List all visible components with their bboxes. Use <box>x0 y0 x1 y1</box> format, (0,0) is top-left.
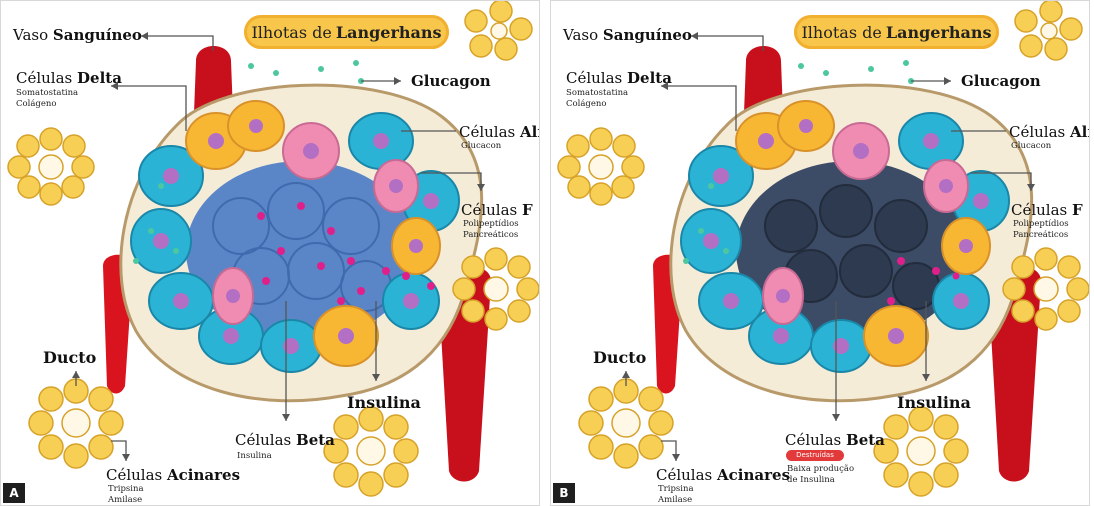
label-alfa-sub: Glucacon <box>1011 141 1051 152</box>
label-delta: Células Delta <box>16 69 122 87</box>
panel-a: Ilhotas de Langerhans Vaso Sanguíneo Cél… <box>0 0 540 506</box>
label-vaso: Vaso Sanguíneo <box>563 26 692 44</box>
panel-b: Ilhotas de Langerhans Vaso Sanguíneo Cél… <box>550 0 1090 506</box>
label-f: Células F <box>461 201 533 219</box>
acinar-cluster-left <box>558 128 644 205</box>
label-delta: Células Delta <box>566 69 672 87</box>
acinar-cluster-topright <box>1015 1 1082 60</box>
label-beta-sub: Insulina <box>237 451 272 462</box>
label-alfa: Células Alfa <box>1009 123 1090 141</box>
label-alfa-sub: Glucacon <box>461 141 501 152</box>
label-ducto: Ducto <box>593 348 646 367</box>
label-vaso: Vaso Sanguíneo <box>13 26 142 44</box>
panel-letter: A <box>3 483 25 503</box>
label-insulina: Insulina <box>347 393 421 412</box>
title-emphasis: Langerhans <box>336 23 442 42</box>
label-glucagon: Glucagon <box>411 72 491 90</box>
title-pill: Ilhotas de Langerhans <box>794 15 999 49</box>
title-emphasis: Langerhans <box>886 23 992 42</box>
destroyed-badge: Destruídas <box>786 450 844 461</box>
title-pill: Ilhotas de Langerhans <box>244 15 449 49</box>
title-text: Ilhotas de <box>801 23 881 42</box>
acinar-cluster-right <box>1003 248 1089 330</box>
label-f: Células F <box>1011 201 1083 219</box>
acinar-cluster-bottom-center <box>874 407 968 496</box>
panel-letter: B <box>553 483 575 503</box>
acinar-cluster-right <box>453 248 539 330</box>
label-insulina: Insulina <box>897 393 971 412</box>
title-text: Ilhotas de <box>251 23 331 42</box>
label-acinares: Células Acinares <box>106 466 240 484</box>
acinar-cluster-bottom-center <box>324 407 418 496</box>
label-ducto: Ducto <box>43 348 96 367</box>
label-beta: Células Beta <box>785 431 885 449</box>
acinar-cluster-bottom-left <box>29 379 123 468</box>
acinar-cluster-topright <box>465 1 532 60</box>
label-glucagon: Glucagon <box>961 72 1041 90</box>
label-beta: Células Beta <box>235 431 335 449</box>
acinar-cluster-bottom-left <box>579 379 673 468</box>
acinar-cluster-left <box>8 128 94 205</box>
label-acinares: Células Acinares <box>656 466 790 484</box>
label-alfa: Células Alfa <box>459 123 540 141</box>
